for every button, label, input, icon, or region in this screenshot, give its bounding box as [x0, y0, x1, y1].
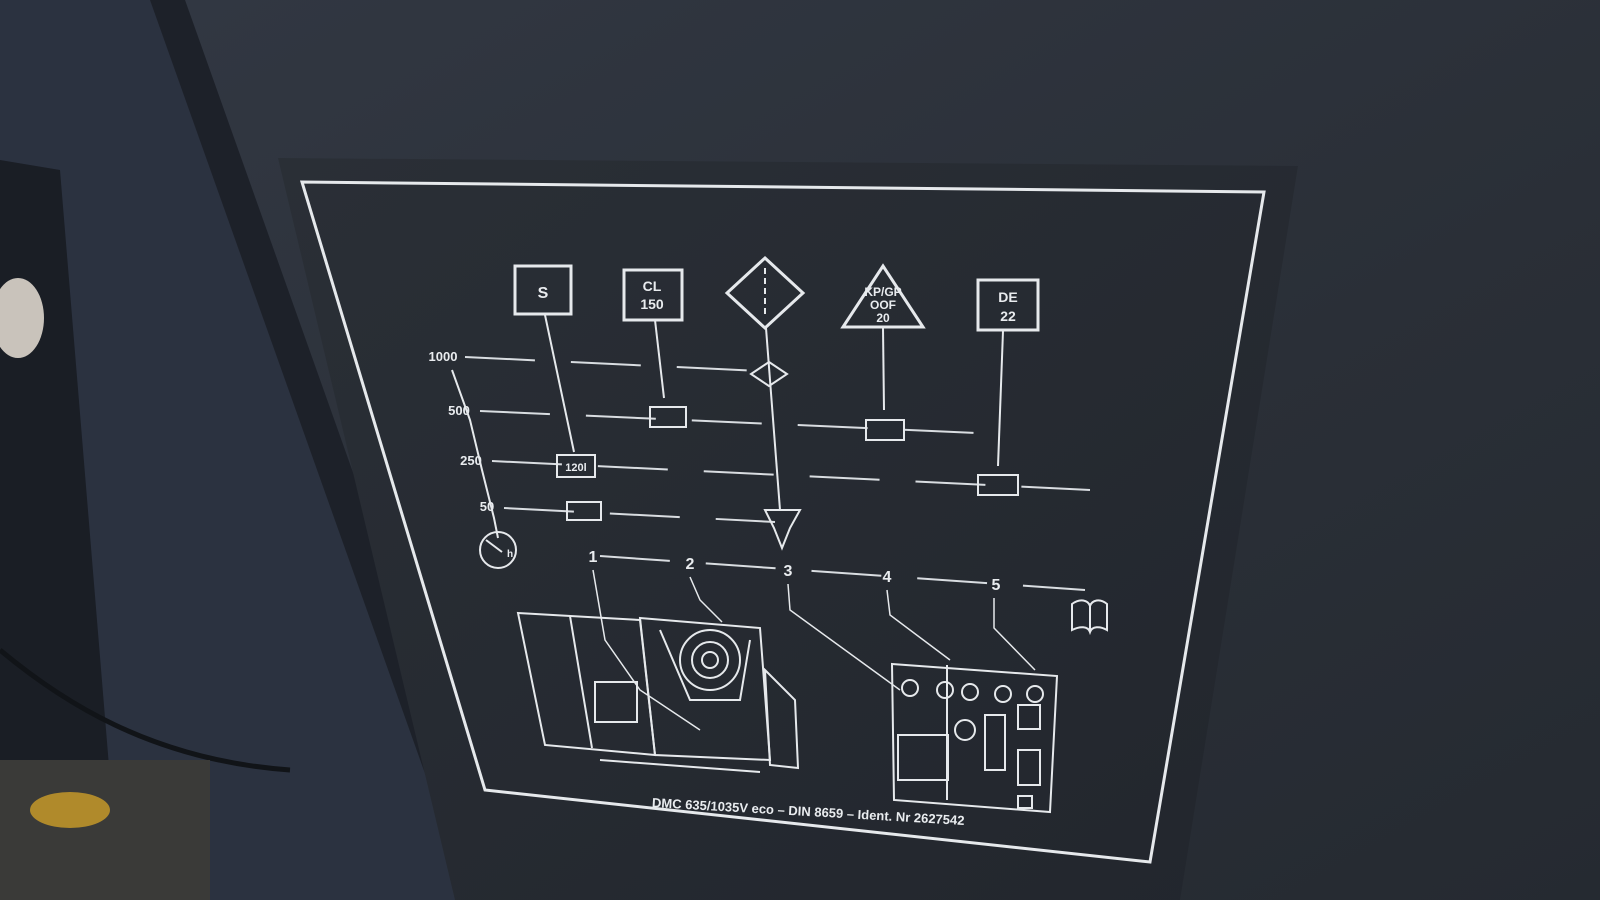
quantity-label-120l: 120l	[565, 462, 586, 474]
hand-finger	[0, 278, 44, 358]
point-connector-line	[599, 555, 1086, 591]
cabinet-side-panel	[0, 0, 470, 900]
hour-label-1000: 1000	[429, 349, 458, 364]
interval-line-50	[503, 507, 776, 523]
symbol-kp-label-line1: KP/GP	[864, 285, 901, 299]
oil-can-icon-p4	[865, 419, 905, 441]
oil-can-icon-p1	[566, 501, 602, 521]
oil-can-icon-p5	[977, 474, 1019, 496]
filter-diamond-icon	[724, 255, 806, 331]
plate-border	[299, 180, 1266, 864]
hour-label-250: 250	[460, 453, 482, 468]
symbol-de-label-line1: DE	[998, 289, 1017, 305]
symbol-de-box	[976, 278, 1040, 332]
symbol-cl-box	[622, 268, 684, 322]
interval-line-1000	[464, 356, 761, 372]
symbol-cl-label-line1: CL	[643, 278, 662, 294]
open-book-icon	[1071, 599, 1108, 636]
filter-funnel-icon	[763, 509, 802, 551]
point-4: 4	[883, 569, 892, 586]
interval-line-500	[479, 410, 1001, 435]
leader-lines	[592, 569, 1036, 731]
instruction-plate	[278, 158, 1298, 900]
lubrication-unit-illustration	[890, 662, 1059, 814]
symbol-kp-triangle	[840, 263, 926, 329]
symbol-kp-label-line3: 20	[876, 311, 890, 325]
yellow-object	[30, 792, 110, 828]
svg-text:h: h	[507, 549, 513, 560]
symbol-s-box	[513, 264, 573, 316]
point-3: 3	[784, 563, 793, 580]
point-2: 2	[686, 556, 695, 573]
flow-arrows	[544, 314, 1004, 511]
symbol-s-label: S	[538, 285, 549, 302]
filter-diamond-icon-small	[749, 360, 789, 388]
point-1: 1	[589, 549, 598, 566]
hour-scale-axis	[451, 369, 499, 539]
symbol-de-label-line2: 22	[1000, 308, 1016, 324]
oil-can-icon: 120l	[556, 454, 596, 478]
clock-h-icon: h	[479, 531, 517, 569]
lower-left-clutter	[0, 760, 210, 900]
point-5: 5	[992, 577, 1001, 594]
machine-illustration	[516, 611, 800, 773]
symbol-cl-label-line2: 150	[640, 296, 664, 312]
symbol-kp-label-line2: OOF	[870, 298, 896, 312]
cable	[0, 648, 291, 773]
oil-can-icon-p2	[649, 406, 687, 428]
